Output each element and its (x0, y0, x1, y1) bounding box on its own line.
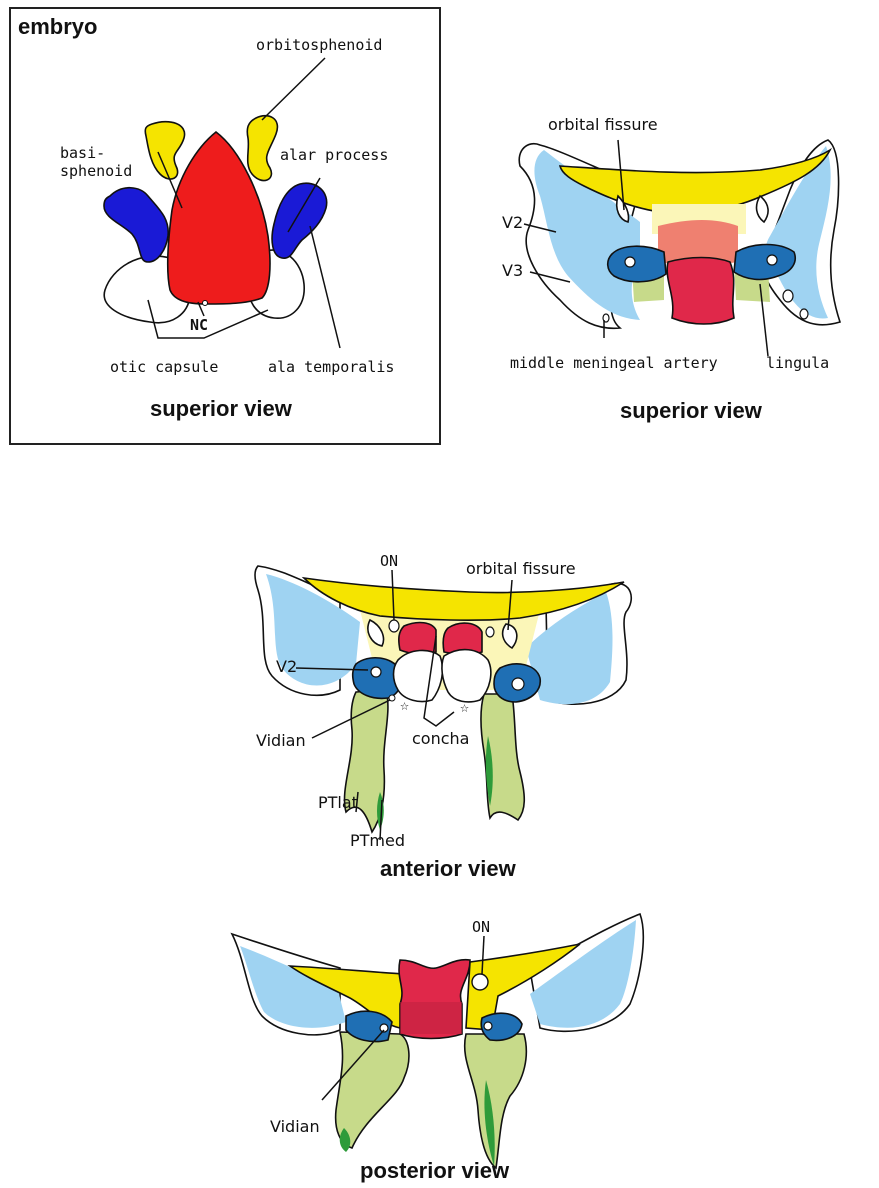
label-anterior-ptlat: PTlat (318, 793, 358, 812)
embryo-view-title: superior view (150, 396, 293, 421)
label-lingula: lingula (766, 354, 829, 372)
label-ala-temporalis: ala temporalis (268, 358, 394, 376)
superior-blue-left (608, 246, 666, 282)
superior-view-title: superior view (620, 398, 763, 423)
label-anterior-v2: V2 (276, 657, 297, 676)
anterior-sinus-right (442, 650, 491, 702)
superior-foramen-spinosum-right (800, 309, 808, 319)
label-anterior-on: ON (380, 552, 398, 570)
posterior-vidian-canal-right (484, 1022, 492, 1030)
label-posterior-on: ON (472, 918, 490, 936)
anterior-star-left: ☆ (400, 696, 409, 714)
posterior-panel: ON Vidian posterior view (232, 914, 643, 1183)
anterior-optic-canal-right (486, 627, 494, 637)
label-sphenoid: sphenoid (60, 162, 132, 180)
label-anterior-ptmed: PTmed (350, 831, 405, 850)
anterior-foramen-rotundum-left (371, 667, 381, 677)
label-posterior-vidian: Vidian (270, 1117, 320, 1136)
label-superior-v2: V2 (502, 213, 523, 232)
superior-dorsum (667, 258, 734, 325)
label-orbitosphenoid: orbitosphenoid (256, 36, 382, 54)
posterior-optic-canal (472, 974, 488, 990)
label-superior-orbital-fissure: orbital fissure (548, 115, 658, 134)
embryo-corner-label: embryo (18, 14, 97, 39)
label-middle-meningeal-artery: middle meningeal artery (510, 354, 718, 372)
anterior-optic-canal-left (389, 620, 399, 632)
label-basi: basi- (60, 144, 105, 162)
posterior-view-title: posterior view (360, 1158, 510, 1183)
superior-foramen-rotundum-left (625, 257, 635, 267)
adult-superior-panel: orbital fissure V2 V3 middle meningeal a… (502, 115, 840, 423)
anterior-foramen-rotundum-right (512, 678, 524, 690)
embryo-panel: embryo orbitosphenoid basi- sphenoid ala… (10, 8, 440, 444)
anterior-sinus-left (394, 650, 443, 701)
superior-foramen-rotundum-right (767, 255, 777, 265)
posterior-pt-left (336, 1032, 409, 1148)
label-anterior-vidian: Vidian (256, 731, 306, 750)
posterior-pt-right (465, 1034, 527, 1168)
anterior-crimson-left (399, 623, 436, 655)
anterior-panel: ☆ ☆ ON orbital fissure V2 Vidian concha … (255, 552, 631, 881)
anterior-star-right: ☆ (460, 698, 469, 716)
notochord-marker (203, 301, 208, 306)
label-superior-v3: V3 (502, 261, 523, 280)
label-anterior-orbital-fissure: orbital fissure (466, 559, 576, 578)
label-anterior-concha: concha (412, 729, 469, 748)
label-otic-capsule: otic capsule (110, 358, 218, 376)
label-nc: NC (190, 316, 208, 334)
posterior-clivus (400, 1002, 462, 1034)
label-alar-process: alar process (280, 146, 388, 164)
superior-foramen-right (783, 290, 793, 302)
superior-fissure-right (757, 196, 769, 222)
anterior-view-title: anterior view (380, 856, 517, 881)
